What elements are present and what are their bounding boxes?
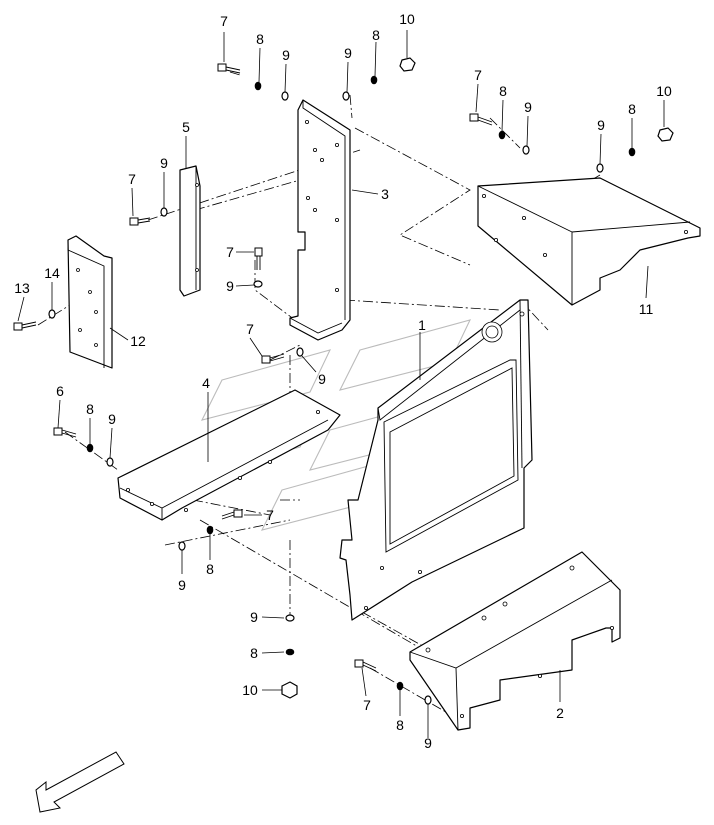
- callout-1: 1: [418, 317, 426, 333]
- bolt-icon: [354, 659, 377, 672]
- callout-4: 4: [202, 375, 210, 391]
- callout-8: 8: [628, 101, 636, 117]
- callout-8: 8: [250, 645, 258, 661]
- part-12-channel-bracket: [67, 235, 113, 369]
- callout-7: 7: [220, 13, 228, 29]
- callout-7: 7: [246, 321, 254, 337]
- part-4-floor-plate: [117, 389, 341, 521]
- callout-9: 9: [344, 45, 352, 61]
- callout-5: 5: [182, 119, 190, 135]
- bolt-icon: [129, 217, 151, 226]
- bolt-icon: [221, 509, 243, 520]
- callout-7: 7: [226, 244, 234, 260]
- bolt-icon: [217, 63, 241, 74]
- bolt-icon: [254, 247, 263, 270]
- bolt-icon: [53, 427, 77, 438]
- part-3-vertical-bracket: [289, 99, 351, 341]
- callout-labels: 7 8 9 9 8 10 7 8 9 9 8 10 3 5 9 7 7 9 7 …: [14, 11, 672, 751]
- callout-8: 8: [256, 31, 264, 47]
- callout-9: 9: [597, 117, 605, 133]
- leader-lines: [17, 30, 665, 738]
- bolt-icon: [469, 113, 493, 126]
- callout-9: 9: [250, 609, 258, 625]
- callout-10: 10: [242, 682, 258, 698]
- callout-9: 9: [160, 155, 168, 171]
- callout-13: 13: [14, 280, 30, 296]
- part-11-top-cover: [477, 177, 701, 306]
- callout-7: 7: [128, 171, 136, 187]
- callout-6: 6: [56, 383, 64, 399]
- bolt-icon: [261, 353, 285, 364]
- hardware-bolts: [13, 63, 493, 672]
- callout-11: 11: [639, 301, 654, 317]
- callout-9: 9: [318, 371, 326, 387]
- callout-10: 10: [656, 83, 672, 99]
- callout-7: 7: [363, 697, 371, 713]
- callout-8: 8: [206, 561, 214, 577]
- callout-9: 9: [282, 47, 290, 63]
- bolt-icon: [13, 321, 37, 331]
- callout-2: 2: [556, 705, 564, 721]
- callout-9: 9: [424, 735, 432, 751]
- callout-8: 8: [86, 401, 94, 417]
- callout-7: 7: [266, 507, 274, 523]
- part-2-bottom-shroud: [409, 551, 621, 731]
- nut-icon: [657, 127, 674, 142]
- callout-8: 8: [499, 83, 507, 99]
- nut-icon: [281, 681, 298, 699]
- callout-8: 8: [396, 717, 404, 733]
- callout-12: 12: [130, 333, 146, 349]
- callout-14: 14: [44, 265, 60, 281]
- part-5-strip: [179, 165, 201, 297]
- callout-9: 9: [524, 99, 532, 115]
- callout-7: 7: [474, 67, 482, 83]
- part-1-side-panel: [339, 299, 533, 621]
- callout-9: 9: [178, 577, 186, 593]
- callout-10: 10: [399, 11, 415, 27]
- callout-9: 9: [226, 278, 234, 294]
- callout-3: 3: [381, 186, 389, 202]
- callout-9: 9: [108, 411, 116, 427]
- callout-8: 8: [372, 27, 380, 43]
- nut-icon: [399, 57, 416, 72]
- front-direction-arrow-icon: [35, 751, 125, 813]
